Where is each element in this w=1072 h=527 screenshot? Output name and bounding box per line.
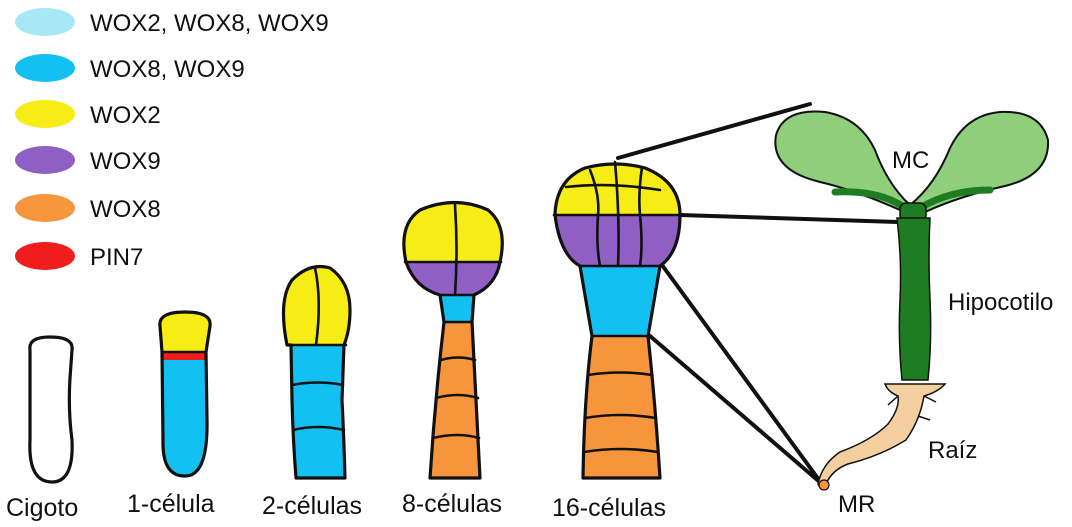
legend-item-wox2-wox8-wox9: WOX2, WOX8, WOX9 [15, 8, 329, 37]
connector-line [680, 215, 898, 222]
embryo-cigoto [30, 337, 72, 482]
stage-label-8-celulas: 8-células [402, 490, 502, 518]
cell-wall [455, 205, 457, 295]
legend-item-wox9: WOX9 [15, 146, 161, 175]
seedling: MC Hipocotilo Raíz MR [775, 111, 1053, 518]
label-hipocotilo: Hipocotilo [948, 289, 1053, 316]
apical-cell [160, 312, 210, 352]
stage-label-2-celulas: 2-células [262, 492, 362, 520]
hypophysis [580, 266, 660, 336]
legend-item-wox8: WOX8 [15, 194, 161, 223]
legend-swatch [15, 100, 75, 128]
legend-label: WOX2, WOX8, WOX9 [90, 10, 329, 37]
lower-tier [406, 262, 500, 295]
legend-swatch [15, 146, 75, 174]
connector-line [662, 265, 822, 484]
legend-label: PIN7 [90, 244, 143, 271]
legend-swatch [15, 194, 75, 222]
legend-label: WOX9 [90, 148, 161, 175]
legend-swatch [15, 242, 75, 270]
hypocotyl [897, 218, 931, 380]
legend-item-wox8-wox9: WOX8, WOX9 [15, 54, 245, 83]
legend-item-pin7: PIN7 [15, 242, 143, 271]
embryo-1-celula [160, 312, 210, 476]
hypophysis [440, 295, 474, 322]
legend-swatch [15, 54, 75, 82]
root [818, 384, 945, 487]
legend: WOX2, WOX8, WOX9 WOX8, WOX9 WOX2 WOX9 WO… [15, 8, 329, 271]
legend-swatch [15, 8, 75, 36]
zygote-cell [30, 337, 72, 482]
basal-cell [162, 360, 207, 476]
embryo-16-celulas [554, 162, 681, 478]
connector-line [650, 336, 822, 484]
stage-label-cigoto: Cigoto [6, 494, 78, 522]
stage-label-16-celulas: 16-células [552, 494, 666, 522]
label-raiz: Raíz [928, 437, 977, 464]
legend-label: WOX8, WOX9 [90, 56, 245, 83]
stage-labels: Cigoto 1-célula 2-células 8-células 16-c… [6, 490, 666, 522]
embryo-8-celulas [404, 203, 502, 479]
suspensor [291, 345, 345, 478]
label-mr: MR [838, 491, 875, 518]
legend-item-wox2: WOX2 [15, 100, 161, 129]
legend-label: WOX2 [90, 102, 161, 129]
stage-label-1-celula: 1-célula [127, 490, 215, 518]
suspensor [583, 336, 660, 478]
label-mc: MC [892, 147, 929, 174]
embryo-2-celulas [283, 267, 350, 479]
root-meristem [819, 480, 829, 490]
legend-label: WOX8 [90, 196, 161, 223]
